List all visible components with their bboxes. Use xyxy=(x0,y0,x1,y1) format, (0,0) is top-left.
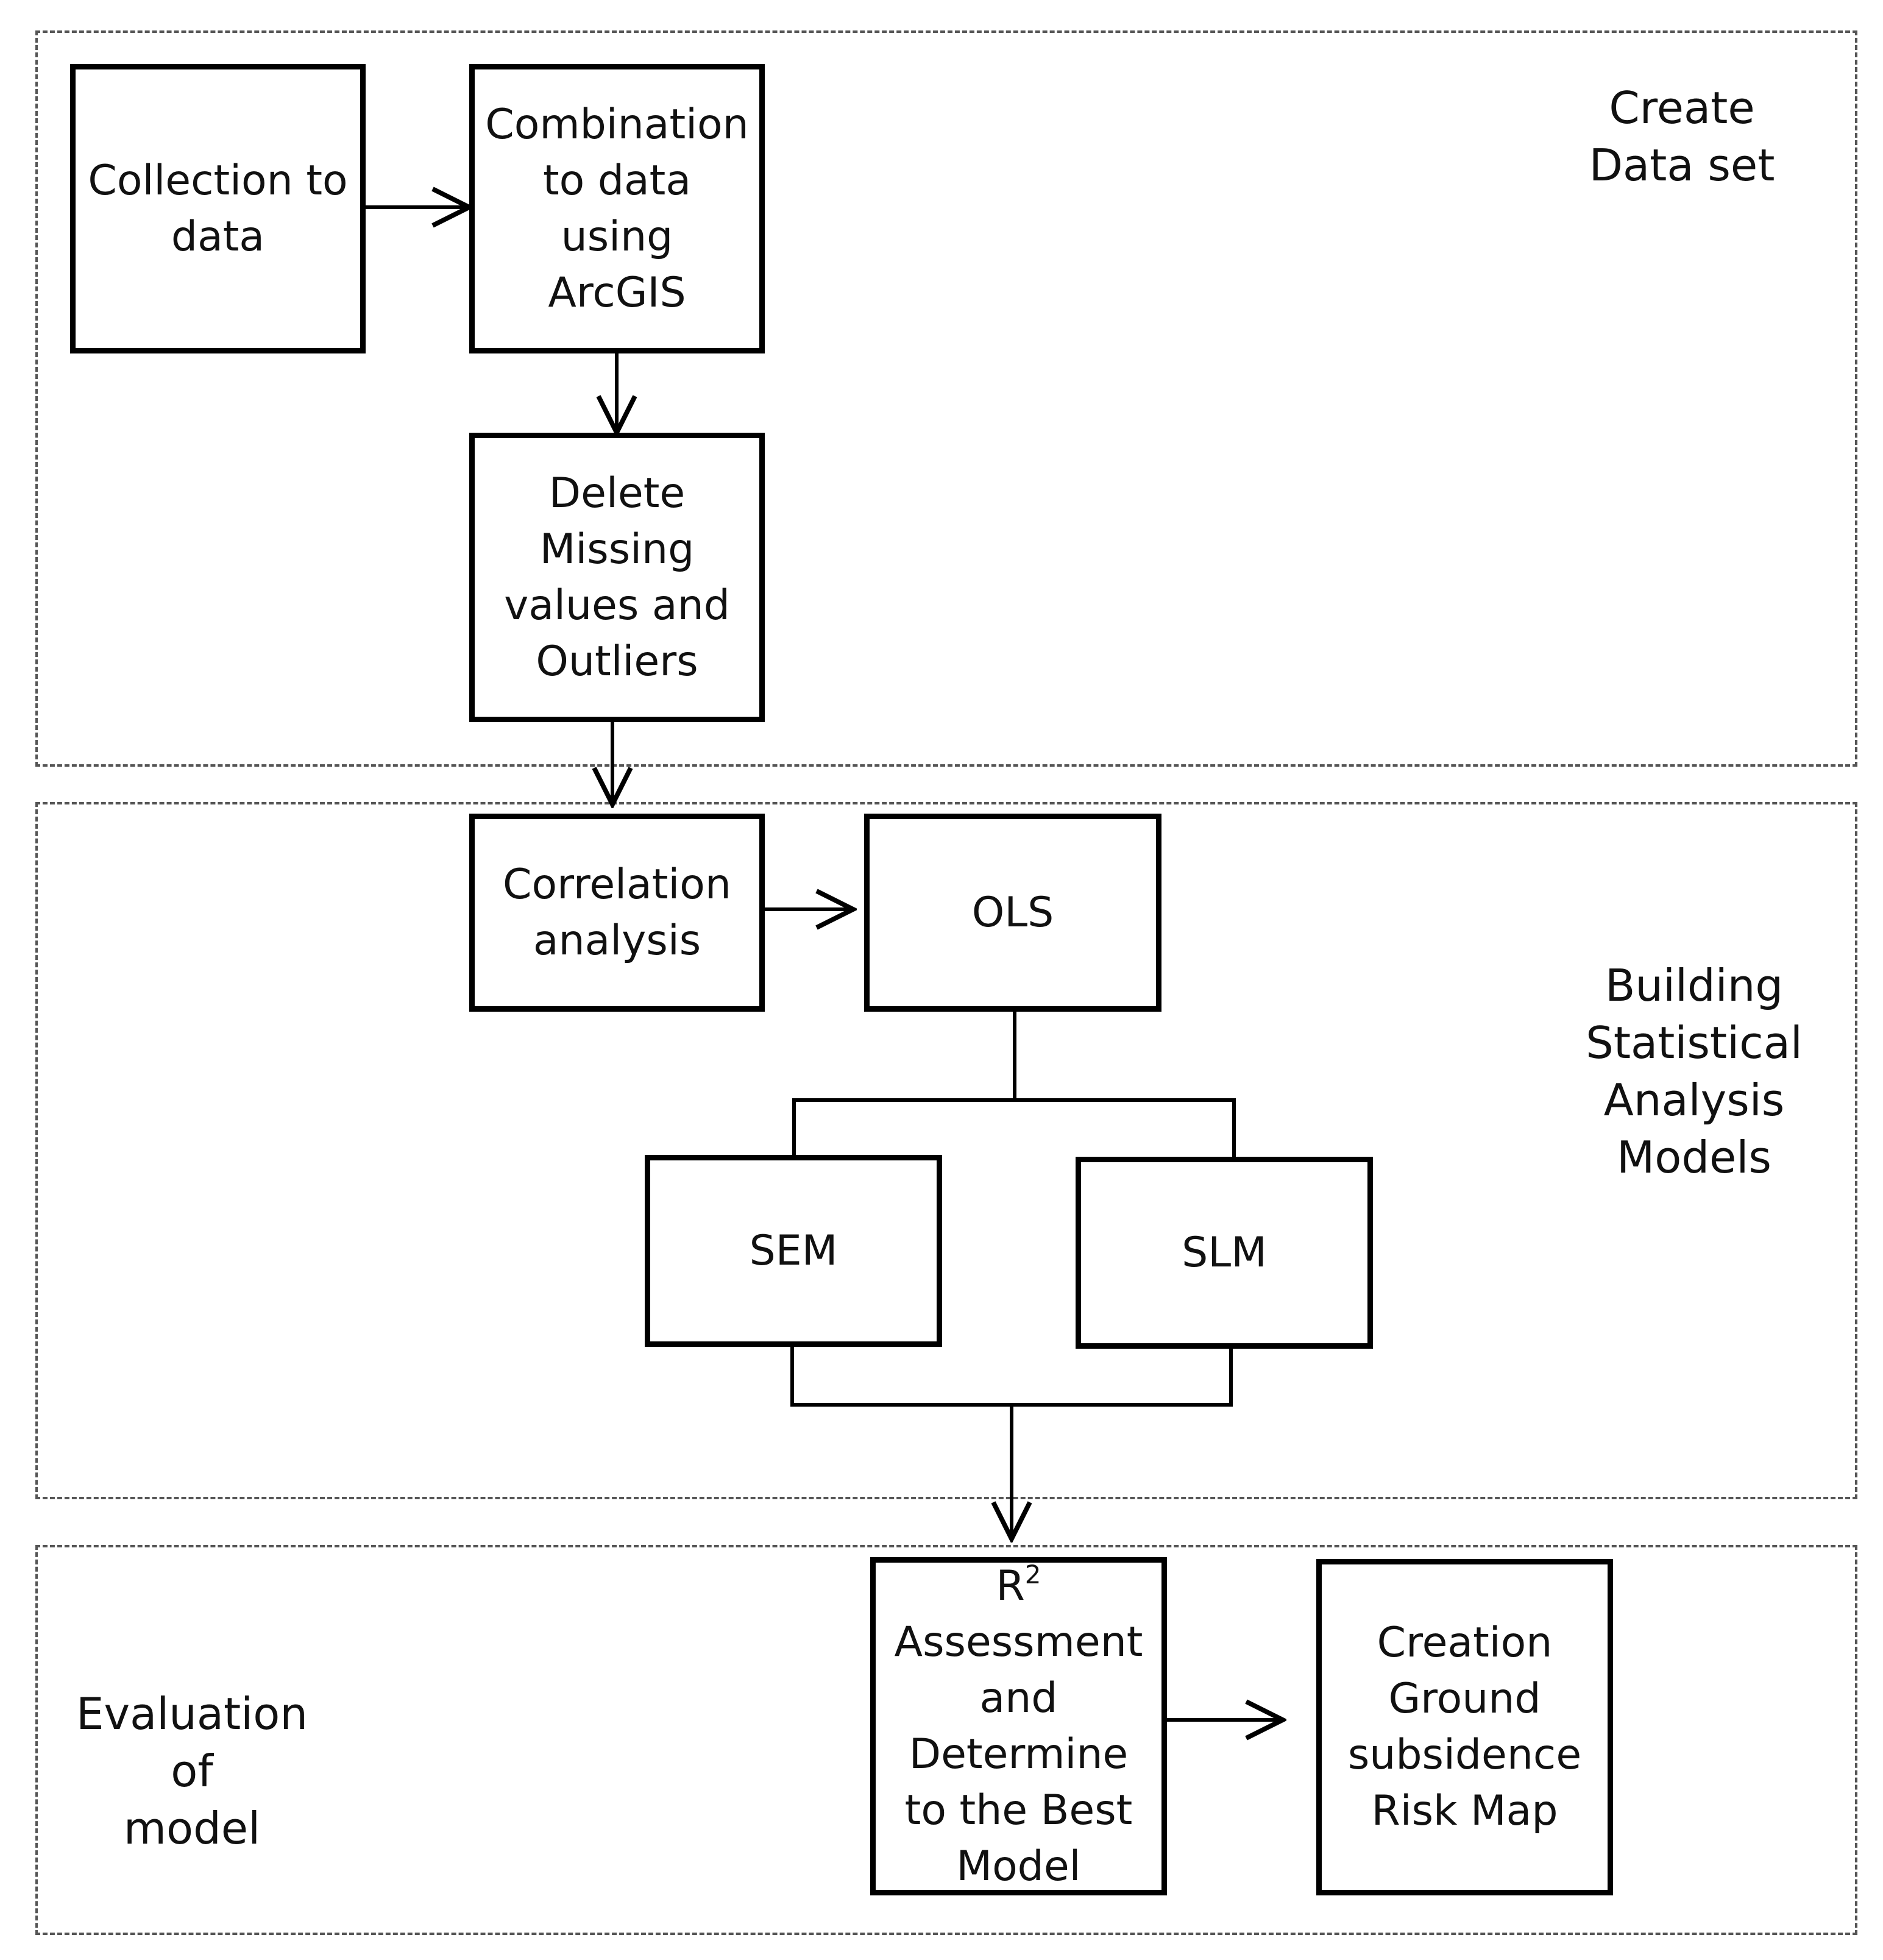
r2-suffix: Assessment and Determine to the Best Mod… xyxy=(894,1617,1143,1891)
box-collection-to-data: Collection to data xyxy=(70,64,366,353)
box-delete-missing-outliers: Delete Missing values and Outliers xyxy=(469,433,765,722)
box-combination-text: Combination to data using ArcGIS xyxy=(485,100,749,317)
box-creation-risk-map: Creation Ground subsidence Risk Map xyxy=(1316,1559,1613,1895)
r2-superscript: 2 xyxy=(1024,1559,1041,1589)
box-sem-text: SEM xyxy=(749,1226,838,1275)
box-r2-assessment: R2 Assessment and Determine to the Best … xyxy=(870,1557,1167,1895)
box-ols-text: OLS xyxy=(971,888,1054,937)
panel-evaluation xyxy=(35,1545,1857,1935)
panel-label-build: Building Statistical Analysis Models xyxy=(1586,960,1803,1183)
connector-split-bar xyxy=(792,1098,1236,1161)
box-delete-text: Delete Missing values and Outliers xyxy=(504,469,730,686)
panel-create-data-set xyxy=(35,30,1857,767)
panel-label-create: Create Data set xyxy=(1589,82,1775,191)
box-sem: SEM xyxy=(645,1155,942,1347)
box-collection-text: Collection to data xyxy=(88,156,348,261)
box-r2-text: R2 Assessment and Determine to the Best … xyxy=(887,1558,1151,1895)
box-combination-arcgis: Combination to data using ArcGIS xyxy=(469,64,765,353)
box-correlation-text: Correlation analysis xyxy=(503,860,731,965)
box-slm: SLM xyxy=(1076,1157,1373,1349)
panel-label-eval: Evaluation of model xyxy=(76,1688,308,1854)
panel-building-models xyxy=(35,802,1857,1499)
box-creation-text: Creation Ground subsidence Risk Map xyxy=(1347,1619,1582,1835)
box-correlation-analysis: Correlation analysis xyxy=(469,814,765,1012)
box-ols: OLS xyxy=(864,814,1161,1012)
r2-prefix: R xyxy=(996,1561,1025,1610)
connector-merge-bar xyxy=(790,1347,1233,1407)
box-slm-text: SLM xyxy=(1182,1228,1267,1277)
